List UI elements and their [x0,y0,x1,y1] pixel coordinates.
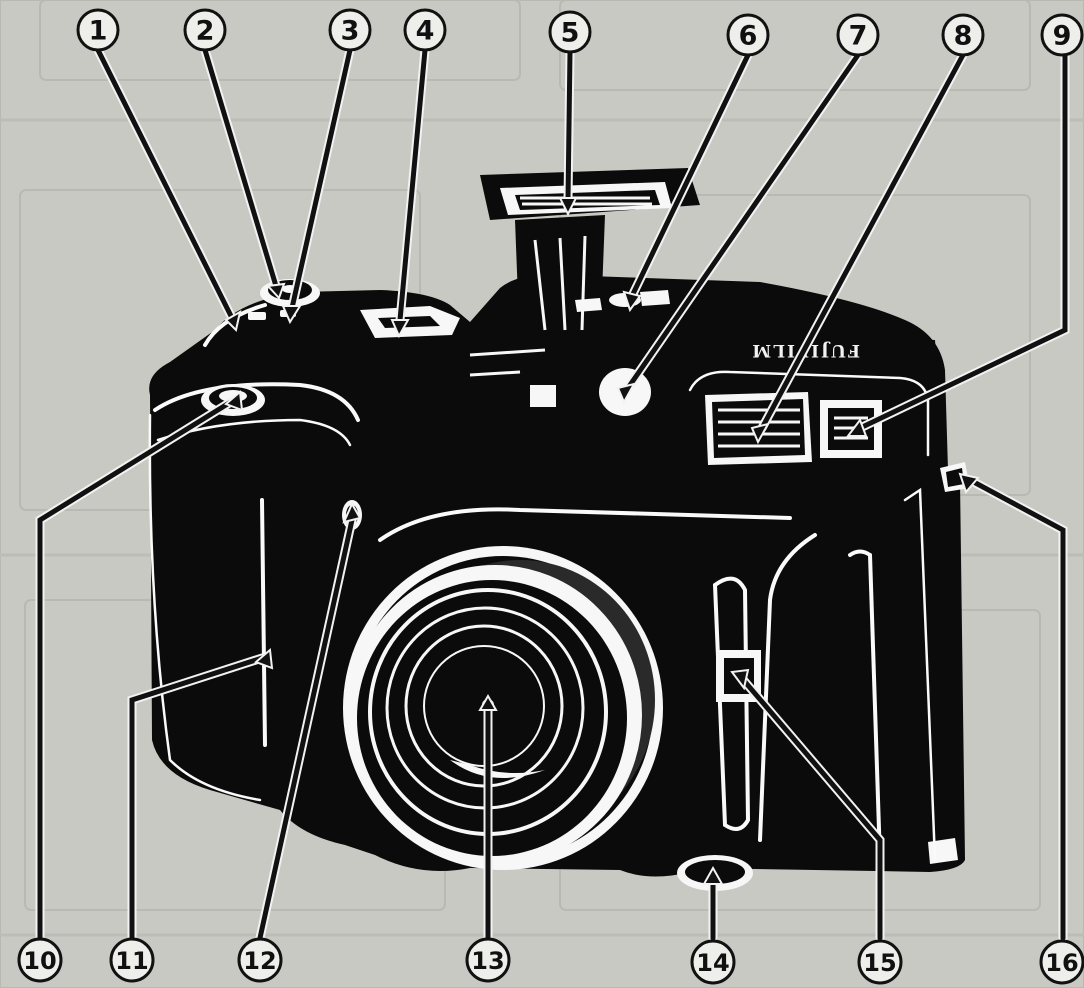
callout-13: 13 [467,939,509,981]
svg-text:14: 14 [696,949,729,977]
svg-text:8: 8 [954,21,973,52]
svg-text:1: 1 [89,16,108,47]
svg-text:9: 9 [1053,21,1072,52]
callout-6: 6 [728,15,768,55]
callout-3: 3 [330,10,370,50]
callout-15: 15 [859,941,901,983]
svg-text:5: 5 [561,18,580,49]
callout-5: 5 [550,12,590,52]
svg-text:11: 11 [115,947,148,975]
svg-text:3: 3 [341,16,360,47]
svg-text:7: 7 [849,21,868,52]
svg-text:15: 15 [863,949,896,977]
callout-1: 1 [78,10,118,50]
svg-text:6: 6 [739,21,758,52]
callout-2: 2 [185,10,225,50]
svg-text:13: 13 [471,947,504,975]
lens-illustration [343,546,663,870]
svg-text:2: 2 [196,16,215,47]
callout-7: 7 [838,15,878,55]
callout-14: 14 [692,941,734,983]
callout-9: 9 [1042,15,1082,55]
svg-text:16: 16 [1045,949,1078,977]
svg-text:12: 12 [243,947,276,975]
svg-text:10: 10 [23,947,56,975]
svg-text:4: 4 [416,16,435,47]
callout-10: 10 [19,939,61,981]
callout-16: 16 [1041,941,1083,983]
callout-11: 11 [111,939,153,981]
callout-12: 12 [239,939,281,981]
callout-8: 8 [943,15,983,55]
callout-4: 4 [405,10,445,50]
